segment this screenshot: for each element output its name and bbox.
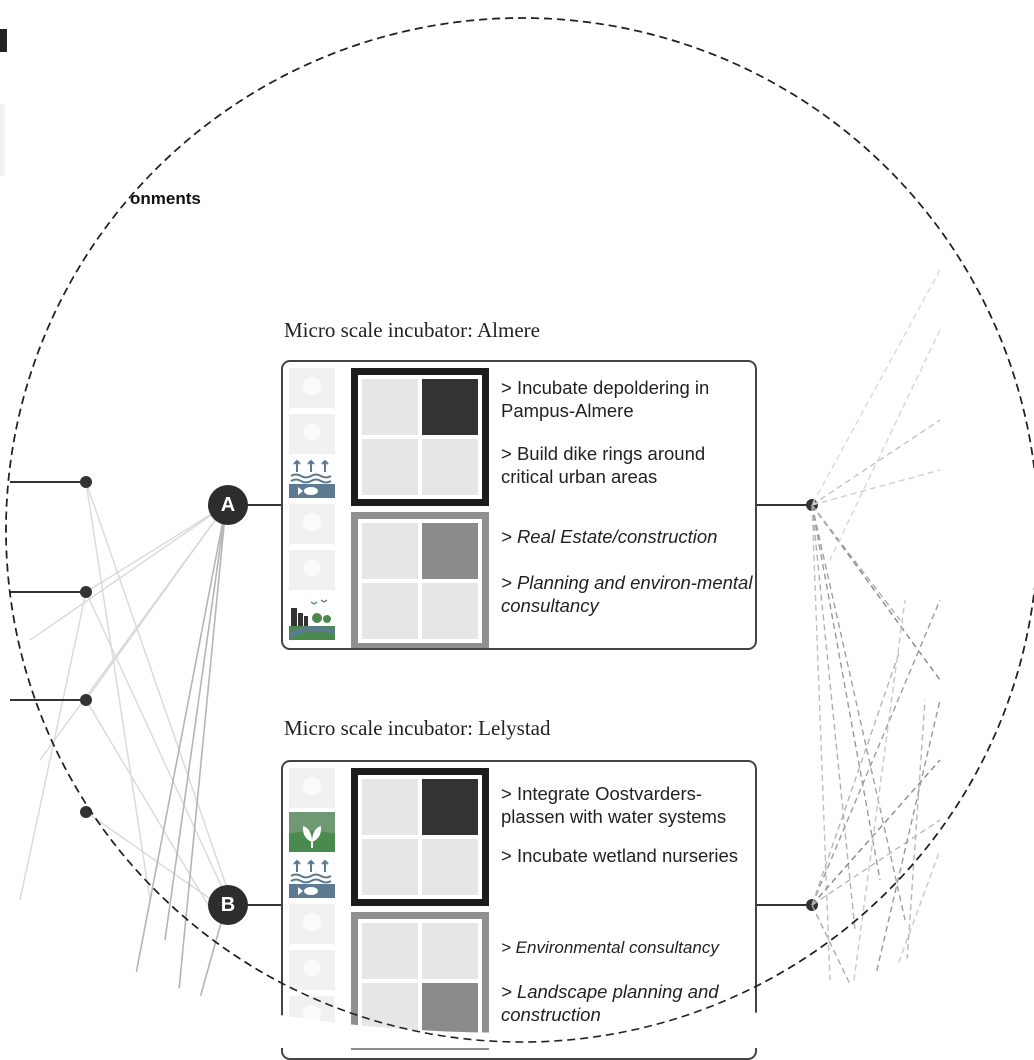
strategy-text: > Build dike rings around critical urban… <box>501 443 706 487</box>
leaf-icon <box>289 812 335 852</box>
matrix-cell <box>422 439 478 495</box>
faded-icon <box>289 768 335 808</box>
matrix-cell <box>422 923 478 979</box>
incubator-title-a: Micro scale incubator: Almere <box>284 318 540 342</box>
matrix-cell <box>362 379 418 435</box>
matrix-cell <box>362 439 418 495</box>
faded-icon <box>289 996 335 1036</box>
sector-matrix <box>351 912 489 1050</box>
incubator-card-a: > Incubate depoldering in Pampus-Almere … <box>281 360 757 650</box>
faded-icon <box>289 414 335 454</box>
icon-strip <box>285 362 337 648</box>
incubator-badge-b: B <box>208 885 248 925</box>
matrix-cell <box>362 779 418 835</box>
matrix-cell <box>422 839 478 895</box>
matrix-cell <box>362 839 418 895</box>
incubator-badge-a: A <box>208 485 248 525</box>
matrix-cell-active <box>422 779 478 835</box>
matrix-cell-active <box>422 523 478 579</box>
fragment-heading: onments <box>130 189 201 208</box>
faded-icon <box>289 368 335 408</box>
matrix-cell-active <box>422 983 478 1039</box>
strategy-text: > Incubate wetland nurseries <box>501 845 739 866</box>
sector-text: > Real Estate/construction <box>501 526 718 547</box>
corner-panel <box>0 104 5 176</box>
matrix-cell <box>362 923 418 979</box>
sector-text: > Planning and environ-mental consultanc… <box>501 572 753 616</box>
city-nature-icon <box>287 596 336 640</box>
matrix-cell <box>422 583 478 639</box>
matrix-cell <box>362 983 418 1039</box>
corner-mark <box>0 29 7 52</box>
strategy-matrix <box>351 368 489 506</box>
icon-strip <box>285 762 337 1058</box>
faded-icon <box>289 904 335 944</box>
water-fish-icon <box>289 458 335 498</box>
right-dashed-lines <box>811 269 941 1011</box>
left-connection-lines-dark <box>129 504 227 1006</box>
sector-text: > Landscape planning and construction <box>501 981 719 1025</box>
strategy-matrix <box>351 768 489 906</box>
faded-icon <box>289 950 335 990</box>
strategy-text: > Incubate depoldering in Pampus-Almere <box>501 377 710 421</box>
incubator-title-b: Micro scale incubator: Lelystad <box>284 716 551 740</box>
incubator-card-b: > Integrate Oostvarders-plassen with wat… <box>281 760 757 1060</box>
left-nodes <box>10 476 92 818</box>
faded-icon <box>289 550 335 590</box>
water-fish-icon <box>289 858 335 898</box>
matrix-cell <box>362 523 418 579</box>
matrix-cell-active <box>422 379 478 435</box>
faded-icon <box>289 504 335 544</box>
sector-text: > Environmental consultancy <box>501 938 719 957</box>
strategy-text: > Integrate Oostvarders-plassen with wat… <box>501 783 727 827</box>
sector-matrix <box>351 512 489 648</box>
matrix-cell <box>362 583 418 639</box>
